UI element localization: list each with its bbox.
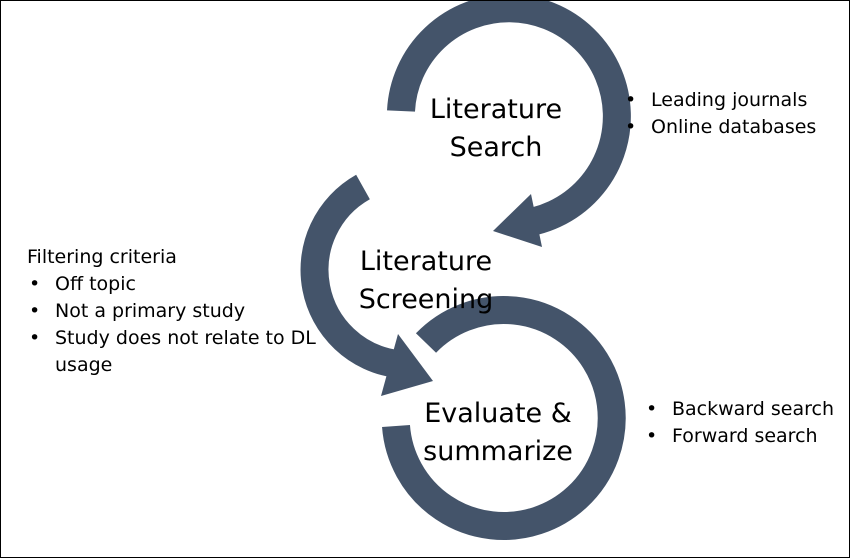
step-search-line1: Literature xyxy=(429,94,563,125)
list-item: Forward search xyxy=(644,423,844,450)
list-item: Online databases xyxy=(623,114,843,141)
evaluate-notes: Backward search Forward search xyxy=(644,396,844,450)
search-notes-list: Leading journals Online databases xyxy=(623,87,843,141)
list-item: Leading journals xyxy=(623,87,843,114)
step-evaluate-line1: Evaluate & xyxy=(424,398,572,429)
list-item: Not a primary study xyxy=(27,298,327,325)
filtering-list: Off topic Not a primary study Study does… xyxy=(27,271,327,379)
list-item: Study does not relate to DL usage xyxy=(27,325,327,379)
list-item: Backward search xyxy=(644,396,844,423)
step-evaluate-summarize: Evaluate & summarize xyxy=(418,395,578,471)
step-screening-line2: Screening xyxy=(358,284,494,315)
search-notes: Leading journals Online databases xyxy=(623,87,843,141)
screening-arrowhead xyxy=(381,334,433,396)
filtering-heading: Filtering criteria xyxy=(27,246,177,268)
step-search-line2: Search xyxy=(449,132,543,163)
evaluate-notes-list: Backward search Forward search xyxy=(644,396,844,450)
list-item: Off topic xyxy=(27,271,327,298)
step-literature-screening: Literature Screening xyxy=(351,243,501,319)
step-literature-search: Literature Search xyxy=(426,91,566,167)
search-arrowhead xyxy=(493,194,542,247)
search-ring xyxy=(387,1,631,238)
filtering-criteria: Filtering criteria Off topic Not a prima… xyxy=(27,244,327,379)
step-evaluate-line2: summarize xyxy=(423,436,573,467)
evaluate-ring xyxy=(382,296,626,540)
step-screening-line1: Literature xyxy=(359,246,493,277)
